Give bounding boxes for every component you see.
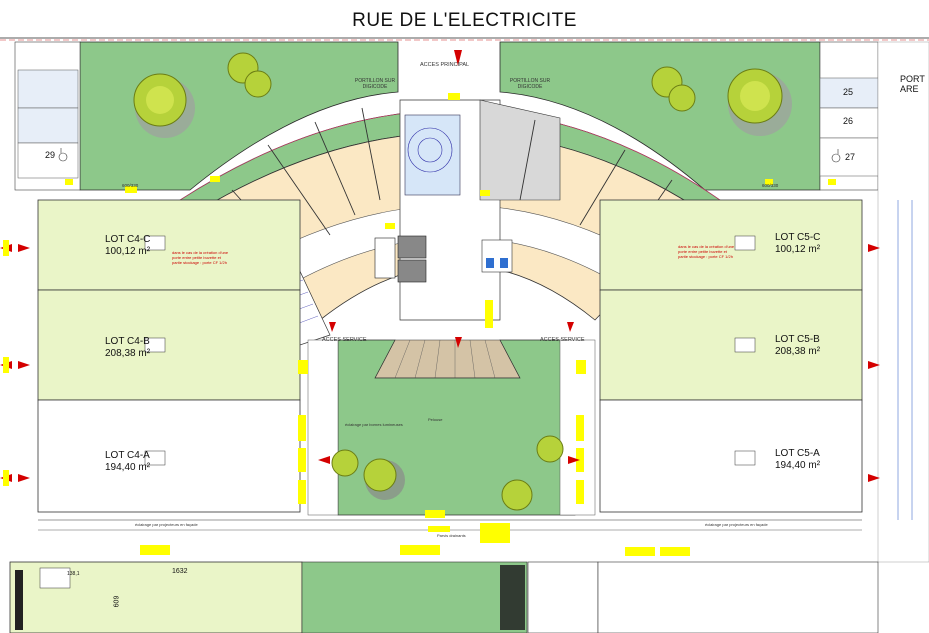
width-right-dim: 600/330 [762, 183, 779, 188]
pelouse-label: Pelouse [428, 417, 443, 422]
fire-note-left: dans le cas de la création d'une porte e… [172, 250, 229, 265]
parking-29: 29 [45, 150, 56, 160]
width-left-dim: 600/330 [122, 183, 139, 188]
lighting-right: éclairage par projecteurs en façade [705, 522, 768, 527]
lot-c5c: LOT C5-C 100,12 m² [775, 232, 820, 256]
lot-c4a: LOT C4-A 194,40 m² [105, 450, 150, 474]
lighting-center: éclairage par bornes lumineuses [345, 422, 403, 427]
lot-c4a-name: LOT C4-A [105, 450, 150, 461]
lot-c5a: LOT C5-A 194,40 m² [775, 448, 820, 472]
lot-c4c: LOT C4-C 100,12 m² [105, 234, 150, 258]
parking-26: 26 [843, 116, 854, 126]
lower-depth-dim: 609 [113, 595, 121, 608]
lot-c5b-name: LOT C5-B [775, 334, 820, 345]
lot-c5a-area: 194,40 m² [775, 460, 821, 471]
port-label: PORT ARE [900, 74, 925, 94]
lot-c4c-name: LOT C4-C [105, 234, 151, 245]
lower-length-dim: 1632 [172, 568, 188, 575]
portillon-left-label: PORTILLON SUR DIGICODE [354, 78, 396, 90]
lot-c4b: LOT C4-B 208,38 m² [105, 336, 150, 360]
lot-c4a-area: 194,40 m² [105, 462, 151, 473]
service-access-right-label: ACCES SERVICE [540, 337, 585, 343]
street-title: RUE DE L'ELECTRICITE [352, 10, 577, 31]
parking-25: 25 [843, 87, 854, 97]
parking-27: 27 [845, 152, 856, 162]
lot-c5c-name: LOT C5-C [775, 232, 821, 243]
lot-c4b-name: LOT C4-B [105, 336, 150, 347]
lighting-left: éclairage par projecteurs en façade [135, 522, 198, 527]
portillon-right-label: PORTILLON SUR DIGICODE [509, 78, 551, 90]
lot-c4b-area: 208,38 m² [105, 348, 151, 359]
lower-small-dim: 138,1 [67, 571, 80, 577]
parvis-label: Parvis drainants [437, 533, 466, 538]
lot-c5b: LOT C5-B 208,38 m² [775, 334, 820, 358]
fire-note-right: dans le cas de la création d'une porte e… [678, 244, 735, 259]
tree-group [133, 52, 792, 511]
lot-c5a-name: LOT C5-A [775, 448, 820, 459]
main-access-label: ACCES PRINCIPAL [420, 62, 470, 68]
lot-c4c-area: 100,12 m² [105, 246, 151, 257]
lot-c5b-area: 208,38 m² [775, 346, 821, 357]
lot-c5c-area: 100,12 m² [775, 244, 821, 255]
service-access-left-label: ACCES SERVICE [322, 337, 367, 343]
